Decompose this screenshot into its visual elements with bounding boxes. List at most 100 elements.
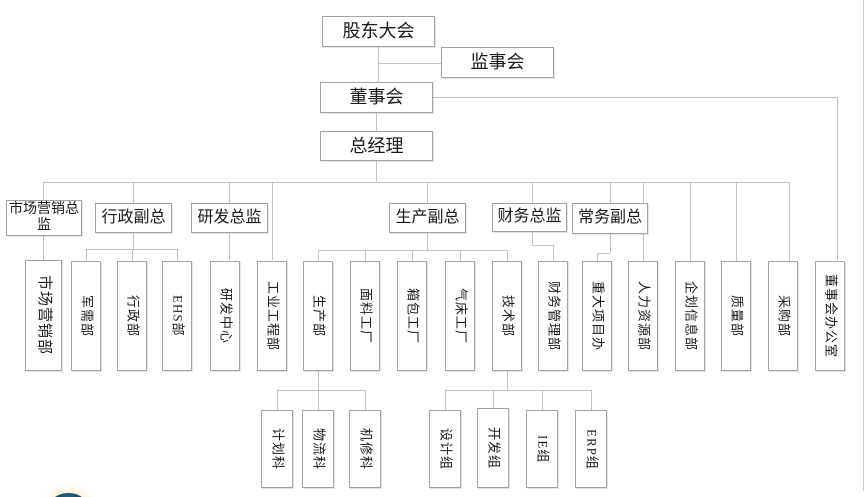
connector-line	[412, 250, 413, 261]
org-node-label: 董事会办公室	[823, 273, 839, 358]
org-node-shareholders-meeting[interactable]: 股东大会	[322, 16, 435, 47]
org-node-ie-group[interactable]: IE组	[526, 410, 558, 488]
org-node-erp-group[interactable]: ERP组	[575, 410, 607, 488]
org-node-label: 计划科	[270, 427, 286, 470]
org-node-fabric-factory[interactable]: 面料工厂	[350, 261, 380, 371]
connector-line	[43, 236, 44, 260]
connector-line	[43, 182, 44, 200]
connector-line	[365, 390, 366, 410]
org-node-board-office[interactable]: 董事会办公室	[815, 261, 845, 371]
connector-line	[837, 97, 838, 260]
org-node-marketing-director[interactable]: 市场营销总监	[6, 200, 82, 236]
org-node-admin-dept[interactable]: 行政部	[117, 261, 147, 371]
org-node-label: 企划信息部	[683, 280, 699, 351]
org-node-label: 市场营销总监	[9, 201, 79, 233]
org-node-label: 箱包工厂	[405, 287, 421, 344]
org-node-label: 行政部	[125, 294, 141, 337]
connector-line	[132, 249, 133, 261]
org-node-general-manager[interactable]: 总经理	[320, 131, 433, 161]
org-node-label: 物流科	[311, 427, 327, 470]
org-node-label: 总经理	[349, 135, 404, 156]
connector-line	[318, 250, 319, 261]
org-node-label: 财务总监	[497, 208, 562, 226]
connector-line	[272, 182, 273, 260]
connector-line	[427, 182, 428, 203]
org-node-label: 设计组	[438, 427, 454, 470]
connector-line	[177, 249, 178, 261]
connector-line	[507, 371, 508, 390]
org-node-planning-section[interactable]: 计划科	[261, 410, 293, 488]
org-node-production-vp[interactable]: 生产副总	[389, 203, 466, 233]
connector-line	[610, 234, 611, 253]
org-node-label: ERP组	[584, 428, 600, 470]
org-node-label: EHS部	[170, 295, 186, 337]
org-node-finance-management-dept[interactable]: 财务管理部	[538, 261, 568, 371]
org-node-design-group[interactable]: 设计组	[429, 410, 461, 488]
org-node-finance-director[interactable]: 财务总监	[492, 203, 567, 232]
connector-line	[86, 249, 87, 261]
connector-line	[229, 182, 230, 203]
org-node-label: 生产副总	[395, 208, 460, 226]
connector-line	[376, 161, 377, 182]
org-node-rd-center[interactable]: 研发中心	[210, 261, 240, 371]
canvas-right-border	[863, 0, 864, 491]
connector-line	[318, 371, 319, 390]
org-node-label: 人力资源部	[636, 280, 652, 351]
org-node-logistics-section[interactable]: 物流科	[302, 410, 334, 488]
connector-line	[736, 182, 737, 261]
org-node-machine-repair-section[interactable]: 机修科	[349, 410, 381, 488]
connector-line	[507, 250, 508, 261]
org-node-admin-vp[interactable]: 行政副总	[95, 203, 172, 233]
org-node-military-supply-dept[interactable]: 军需部	[71, 261, 101, 371]
org-node-luggage-factory[interactable]: 箱包工厂	[397, 261, 427, 371]
org-node-hr-dept[interactable]: 人力资源部	[628, 261, 658, 371]
connector-line	[597, 253, 610, 254]
org-node-label: 研发总监	[197, 208, 262, 226]
connector-line	[460, 250, 461, 261]
org-node-ehs-dept[interactable]: EHS部	[162, 261, 192, 371]
org-node-production-dept[interactable]: 生产部	[303, 261, 333, 371]
org-node-industrial-engineering-dept[interactable]: 工业工程部	[257, 261, 287, 371]
org-node-supervisory-board[interactable]: 监事会	[441, 47, 554, 78]
connector-line	[532, 182, 533, 203]
org-node-airbed-factory[interactable]: 气床工厂	[445, 261, 475, 371]
org-node-rd-director[interactable]: 研发总监	[191, 203, 268, 233]
org-node-label: 常务副总	[577, 209, 642, 227]
org-node-label: 机修科	[358, 427, 374, 470]
connector-line	[591, 390, 592, 410]
connector-line	[690, 182, 691, 261]
connector-line	[542, 390, 543, 410]
connector-line	[553, 245, 554, 261]
org-node-quality-dept[interactable]: 质量部	[721, 261, 751, 371]
connector-line	[427, 233, 428, 250]
org-node-planning-info-dept[interactable]: 企划信息部	[675, 261, 705, 371]
connector-line	[318, 390, 319, 410]
connector-line	[378, 63, 442, 64]
org-node-board-of-directors[interactable]: 董事会	[320, 82, 433, 113]
org-node-label: 质量部	[729, 294, 745, 337]
org-node-label: 军需部	[79, 294, 95, 337]
connector-line	[133, 233, 134, 249]
org-node-executive-vp[interactable]: 常务副总	[572, 203, 648, 234]
org-node-label: 财务管理部	[546, 280, 562, 351]
connector-line	[597, 253, 598, 261]
org-node-label: 行政副总	[101, 208, 166, 226]
org-node-major-projects-office[interactable]: 重大项目办	[582, 261, 612, 371]
org-node-label: 董事会	[349, 87, 404, 108]
org-node-label: 市场营销部	[36, 275, 53, 356]
org-node-development-group[interactable]: 开发组	[477, 408, 509, 488]
org-node-label: 技术部	[500, 294, 516, 337]
connector-line	[493, 390, 494, 408]
connector-line	[365, 250, 366, 261]
org-node-label: 采购部	[776, 294, 792, 337]
org-node-label: 气床工厂	[453, 287, 469, 344]
org-node-marketing-dept[interactable]: 市场营销部	[25, 260, 62, 371]
org-node-label: 监事会	[470, 52, 525, 73]
org-node-technology-dept[interactable]: 技术部	[492, 261, 522, 371]
connector-line	[277, 390, 278, 410]
org-node-purchasing-dept[interactable]: 采购部	[768, 261, 798, 371]
org-node-label: 生产部	[311, 294, 327, 337]
connector-line	[532, 232, 533, 245]
connector-line	[610, 182, 611, 203]
connector-line	[133, 182, 134, 203]
